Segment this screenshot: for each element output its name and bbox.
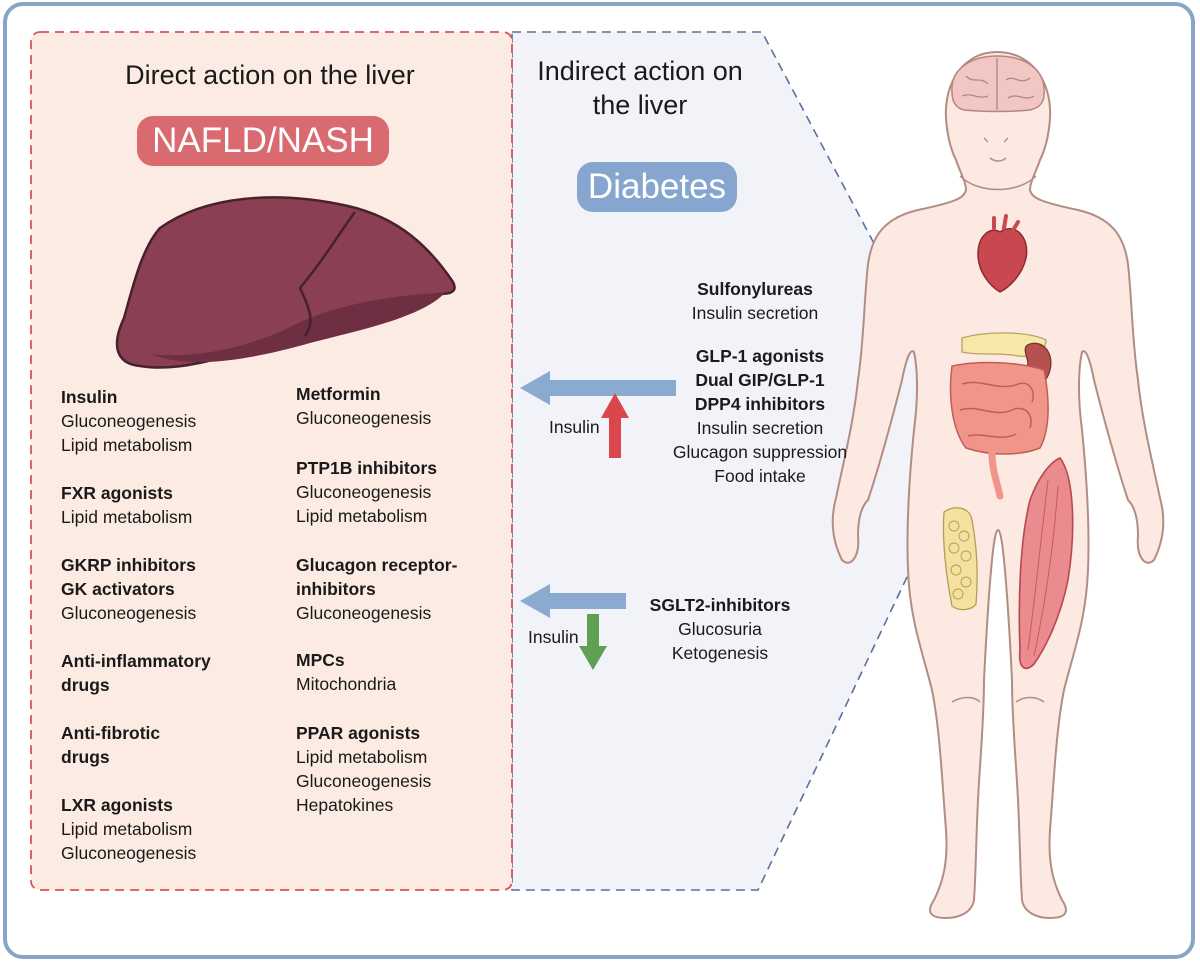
brain-icon <box>951 55 1045 113</box>
diabetes-badge: Diabetes <box>577 162 737 212</box>
drug-effect: Gluconeogenesis <box>61 603 197 623</box>
drug-effect: Food intake <box>714 466 806 486</box>
direct-action-heading: Direct action on the liver <box>125 60 415 90</box>
drug-effect: Mitochondria <box>296 674 397 694</box>
drug-group: Anti-inflammatory drugs <box>61 649 211 697</box>
drug-effect: Gluconeogenesis <box>296 603 432 623</box>
drug-effect: Gluconeogenesis <box>61 843 197 863</box>
insulin-up-arrow <box>601 393 629 458</box>
drug-effect: Gluconeogenesis <box>296 771 432 791</box>
drug-effect: Insulin secretion <box>696 418 824 438</box>
drug-group: Anti-fibrotic drugs <box>61 721 160 769</box>
drug-name: GKRP inhibitors <box>61 555 196 575</box>
indirect-heading-line1: Indirect action on <box>537 56 743 86</box>
drug-name: Sulfonylureas <box>697 279 813 299</box>
intestine-icon <box>949 361 1049 500</box>
drug-name: MPCs <box>296 650 345 670</box>
drug-name: Anti-fibrotic <box>61 723 161 743</box>
drug-effect: Lipid metabolism <box>296 506 428 526</box>
drug-name: Glucagon receptor- <box>296 555 458 575</box>
liver-icon <box>115 196 456 369</box>
drug-name: drugs <box>61 675 110 695</box>
drug-effect: Glucagon suppression <box>672 442 848 462</box>
insulin-down-label: Insulin <box>528 627 579 647</box>
drug-effect: Lipid metabolism <box>61 819 193 839</box>
drug-name: PPAR agonists <box>296 723 421 743</box>
drug-effect: Gluconeogenesis <box>296 408 432 428</box>
drug-effect: Lipid metabolism <box>296 747 428 767</box>
drug-name: drugs <box>61 747 110 767</box>
drug-name: Dual GIP/GLP-1 <box>695 370 825 390</box>
adipose-tissue-icon <box>942 507 978 611</box>
drug-name: FXR agonists <box>61 483 173 503</box>
heart-icon <box>977 214 1028 293</box>
drug-effect: Gluconeogenesis <box>61 411 197 431</box>
drug-name: LXR agonists <box>61 795 173 815</box>
nafld-nash-badge: NAFLD/NASH <box>137 116 389 166</box>
arrow-to-liver-top <box>520 371 676 405</box>
insulin-up-label: Insulin <box>549 417 600 437</box>
drug-name: Insulin <box>61 387 118 407</box>
drug-effect: Hepatokines <box>296 795 394 815</box>
drug-effect: Lipid metabolism <box>61 435 193 455</box>
drug-name: GK activators <box>61 579 175 599</box>
drug-name: SGLT2-inhibitors <box>649 595 791 615</box>
drug-effect: Gluconeogenesis <box>296 482 432 502</box>
indirect-heading-line2: the liver <box>592 90 688 120</box>
drug-effect: Ketogenesis <box>671 643 769 663</box>
drug-name: Anti-inflammatory <box>61 651 211 671</box>
indirect-action-heading: Indirect action on the liver <box>520 54 760 122</box>
drug-effect: Lipid metabolism <box>61 507 193 527</box>
drug-name: DPP4 inhibitors <box>694 394 826 414</box>
drug-name: PTP1B inhibitors <box>296 458 437 478</box>
drug-name: Metformin <box>296 384 381 404</box>
insulin-down-arrow <box>579 614 607 670</box>
drug-name: GLP-1 agonists <box>695 346 825 366</box>
arrow-to-liver-bottom <box>520 584 626 618</box>
drug-effect: Insulin secretion <box>691 303 819 323</box>
drug-name: inhibitors <box>296 579 376 599</box>
drug-effect: Glucosuria <box>678 619 762 639</box>
muscle-icon <box>1018 457 1074 670</box>
